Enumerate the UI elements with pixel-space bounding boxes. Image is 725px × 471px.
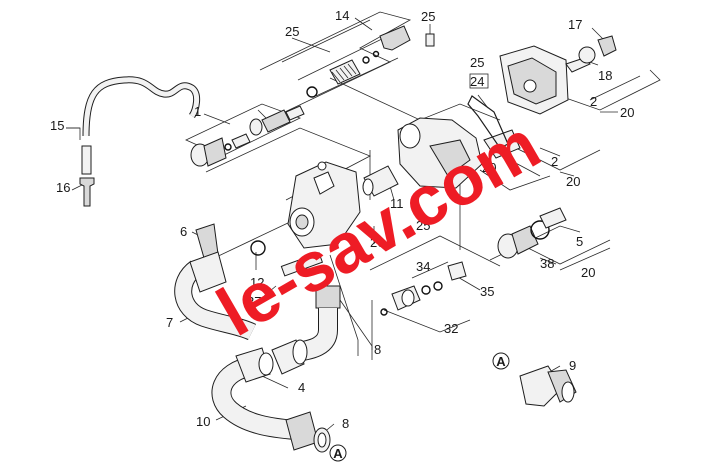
reference-badges: A A (329, 352, 510, 462)
label-16: 16 (56, 180, 70, 195)
label-25: 25 (421, 9, 435, 24)
label-7: 7 (166, 315, 173, 330)
pump-head (499, 35, 617, 115)
label-8: 8 (342, 416, 349, 431)
label-20: 20 (620, 105, 634, 120)
badge-a-circle (329, 444, 347, 462)
label-26: 26 (370, 235, 384, 250)
label-9: 9 (569, 358, 576, 373)
label-4: 4 (298, 380, 305, 395)
label-27: 27 (247, 294, 261, 309)
center-housing (362, 95, 521, 197)
left-housing (250, 161, 361, 256)
badge-a-circle (492, 352, 510, 370)
watermark-text: le-sav.com (205, 105, 553, 351)
label-11: 11 (390, 196, 404, 211)
part-labels: 14 25 25 17 18 2 20 25 24 1 15 16 20 2 2… (50, 8, 634, 431)
badge-a-letter: A (333, 446, 343, 461)
valve-group-1 (190, 105, 305, 167)
hose-15 (79, 76, 201, 207)
label-17: 17 (568, 17, 582, 32)
label-20: 20 (581, 265, 595, 280)
label-15: 15 (50, 118, 64, 133)
coupling-9 (519, 365, 577, 407)
fitting-group-5-38 (497, 207, 567, 259)
hose-10 (211, 339, 331, 453)
pipe-7 (174, 223, 257, 341)
label-10: 10 (196, 414, 210, 429)
label-32: 32 (444, 321, 458, 336)
label-24: 24 (470, 74, 484, 89)
label-12: 12 (250, 275, 264, 290)
label-2: 2 (551, 154, 558, 169)
label-35: 35 (480, 284, 494, 299)
badge-a-letter: A (496, 354, 506, 369)
label-1: 1 (194, 104, 201, 119)
leader-lines (66, 11, 661, 435)
label-18: 18 (598, 68, 612, 83)
label-38: 38 (540, 256, 554, 271)
label-14: 14 (335, 8, 349, 23)
label-25: 25 (285, 24, 299, 39)
label-34: 34 (416, 259, 430, 274)
label-2: 2 (590, 94, 597, 109)
label-20: 20 (482, 160, 496, 175)
label-6: 6 (180, 224, 187, 239)
label-5: 5 (576, 234, 583, 249)
fitting-group-32 (380, 261, 467, 316)
label-8: 8 (374, 342, 381, 357)
label-20: 20 (566, 174, 580, 189)
spring-group-25 (306, 25, 435, 98)
label-25: 25 (416, 218, 430, 233)
label-25: 25 (470, 55, 484, 70)
